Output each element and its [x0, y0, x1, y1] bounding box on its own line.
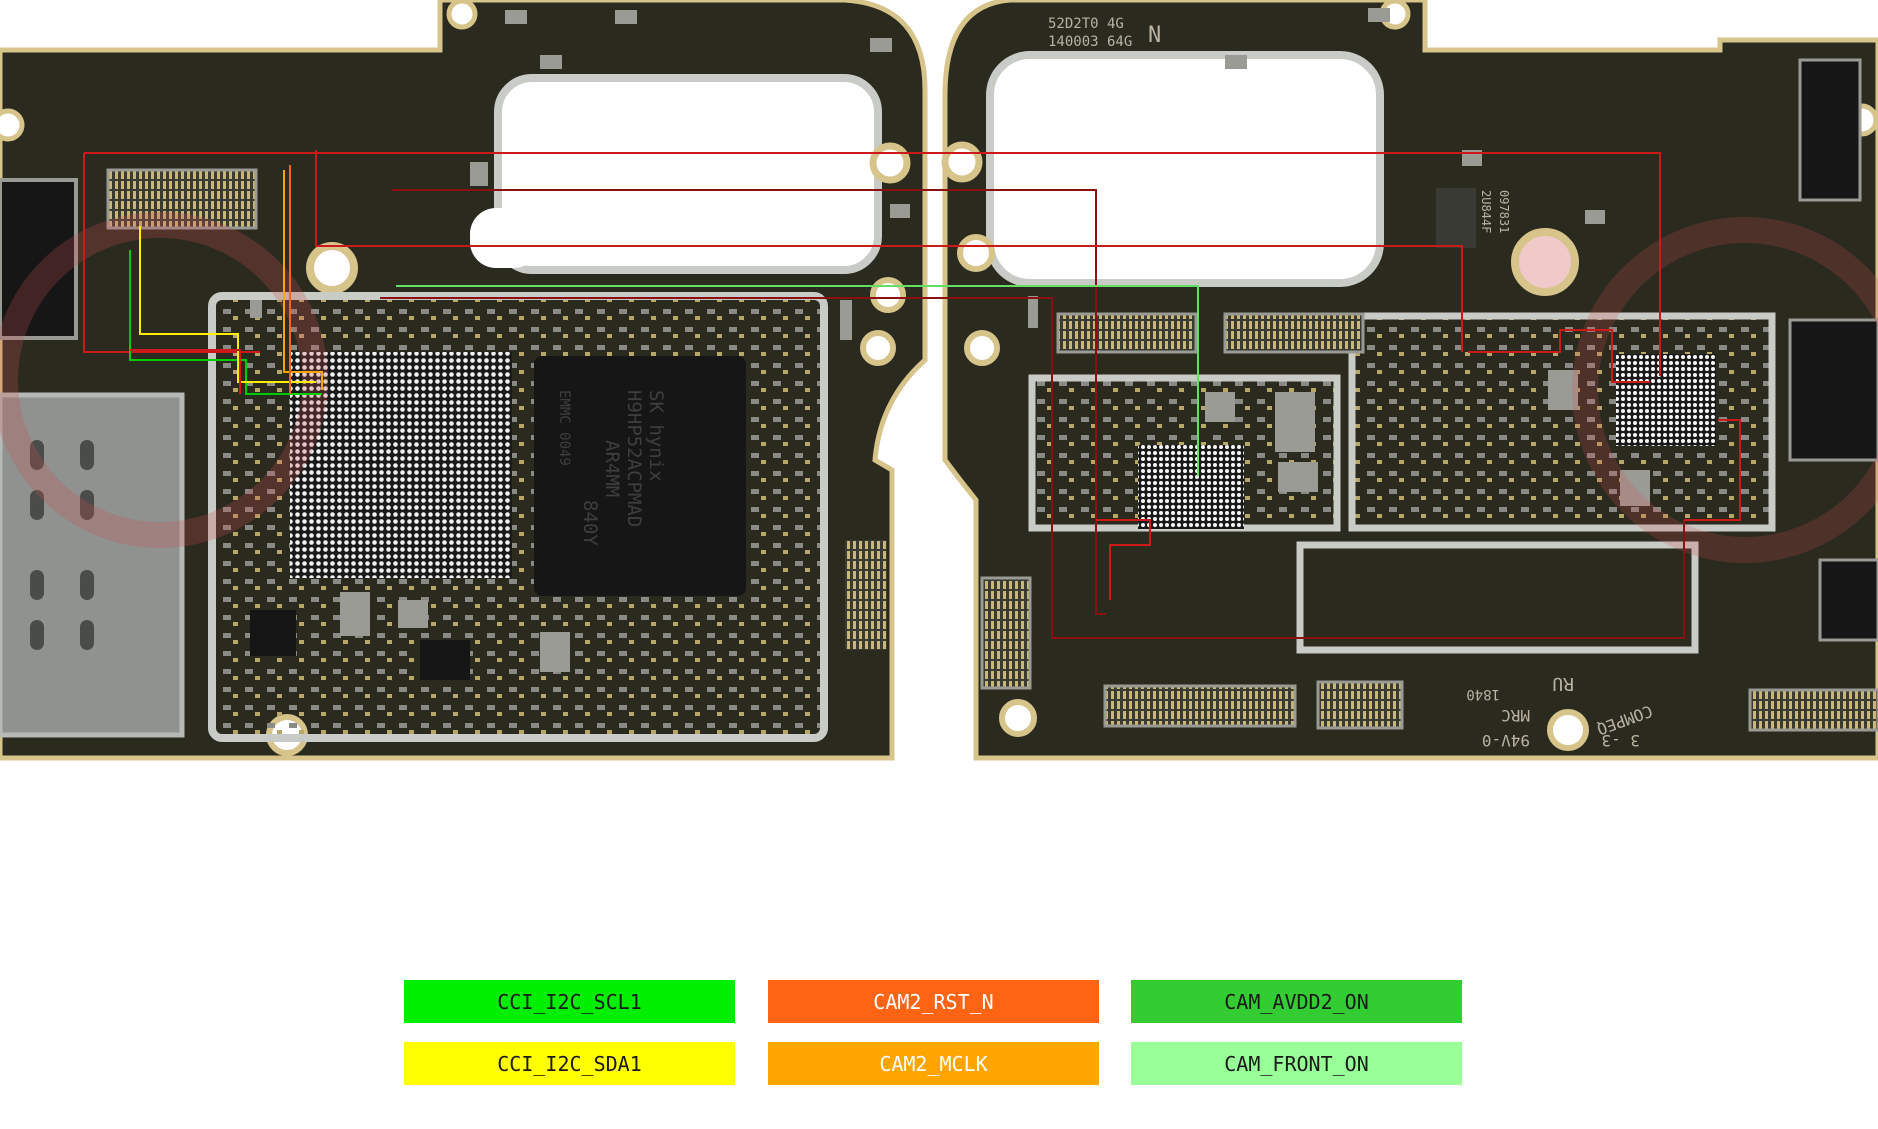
legend-label: CAM_FRONT_ON [1224, 1051, 1369, 1076]
legend-item-cam-avdd2-on: CAM_AVDD2_ON [1131, 980, 1462, 1023]
right-connector-5 [980, 576, 1032, 690]
legend-label: CAM2_MCLK [879, 1051, 988, 1076]
svg-text:840Y: 840Y [579, 500, 601, 546]
trace-red-2 [315, 150, 1463, 352]
camera-connector-left [106, 168, 258, 230]
trace-darkred-2 [380, 297, 1685, 639]
right-connector-6 [1748, 688, 1878, 732]
legend-label: CCI_I2C_SCL1 [497, 989, 642, 1014]
memory-chip-marking: SK hynix [645, 390, 667, 482]
right-antenna-cutout [986, 51, 1384, 287]
svg-text:H9HP52ACPMAD: H9HP52ACPMAD [623, 390, 645, 527]
pcb-mark-layer: 3 -3 [1601, 731, 1640, 750]
right-connector-4 [1316, 680, 1404, 730]
mount-hole [446, 0, 478, 30]
trace-darkred-1 [392, 189, 1106, 615]
trace-orange-1 [283, 170, 323, 390]
board-label-line2: 140003 64G [1048, 34, 1132, 50]
ul-mark: RU [1552, 673, 1574, 694]
legend-label: CAM2_RST_N [873, 989, 994, 1014]
pcb-mark-date: 1840 [1466, 686, 1500, 702]
right-connector-3 [1103, 684, 1297, 728]
board-label-line1: 52D2T0 4G [1048, 16, 1124, 32]
mount-hole [306, 242, 358, 294]
qr-code [1436, 188, 1476, 248]
signal-traces [83, 150, 1741, 639]
trace-green-1 [396, 285, 1199, 476]
left-chip-tl [0, 178, 78, 340]
mount-hole [870, 277, 906, 313]
mount-hole [869, 142, 911, 184]
mount-hole [0, 108, 25, 142]
mount-hole [1511, 228, 1579, 296]
left-pcb: SK hynix H9HP52ACPMAD AR4MM 840Y EMMC 00… [0, 0, 928, 761]
mount-hole [957, 234, 995, 272]
legend-item-cam2-mclk: CAM2_MCLK [768, 1042, 1099, 1085]
pcb-mark-94v0: 94V-0 [1482, 731, 1530, 750]
left-antenna-cutout [494, 74, 882, 274]
right-connector-1 [1056, 312, 1198, 354]
right-shield-c [1296, 541, 1699, 654]
mount-hole [1547, 709, 1589, 751]
soc-bga [290, 352, 512, 578]
legend-label: CAM_AVDD2_ON [1224, 989, 1369, 1014]
board-label-mark: N [1148, 23, 1161, 48]
trace-yellow-1 [139, 226, 316, 383]
mount-hole [964, 330, 1000, 366]
pcb-mark-mrc: MRC [1501, 706, 1530, 725]
legend-item-cam-front-on: CAM_FRONT_ON [1131, 1042, 1462, 1085]
memory-chip [534, 356, 746, 596]
right-bga-1 [1138, 445, 1244, 529]
trace-red-4 [1096, 519, 1151, 600]
svg-text:EMMC 0049: EMMC 0049 [556, 390, 572, 466]
trace-red-3 [1468, 329, 1650, 383]
trace-red-outline-left [83, 153, 260, 353]
mount-hole [941, 141, 983, 183]
right-pcb: 52D2T0 4G 140003 64G N 2U844F 097831 MRC… [941, 0, 1878, 761]
trace-red-1 [84, 152, 1661, 376]
legend-item-cci-i2c-scl1: CCI_I2C_SCL1 [404, 980, 735, 1023]
trace-red-local [130, 349, 241, 394]
right-connector-2 [1223, 312, 1365, 354]
legend-item-cci-i2c-sda1: CCI_I2C_SDA1 [404, 1042, 735, 1085]
qr-code-text: 2U844F [1479, 190, 1493, 233]
mount-hole [999, 699, 1037, 737]
mount-hole [860, 330, 896, 366]
svg-text:AR4MM: AR4MM [601, 440, 623, 497]
trace-green-2 [129, 250, 322, 395]
pcb-diagram: SK hynix H9HP52ACPMAD AR4MM 840Y EMMC 00… [0, 0, 1878, 761]
serial-text: 097831 [1497, 190, 1511, 233]
trace-red-5 [1684, 419, 1741, 521]
legend-label: CCI_I2C_SDA1 [497, 1051, 642, 1076]
right-bga-2 [1616, 354, 1716, 446]
legend-item-cam2-rst-n: CAM2_RST_N [768, 980, 1099, 1023]
signal-legend: CCI_I2C_SCL1 CAM2_RST_N CAM_AVDD2_ON CCI… [404, 980, 1462, 1086]
